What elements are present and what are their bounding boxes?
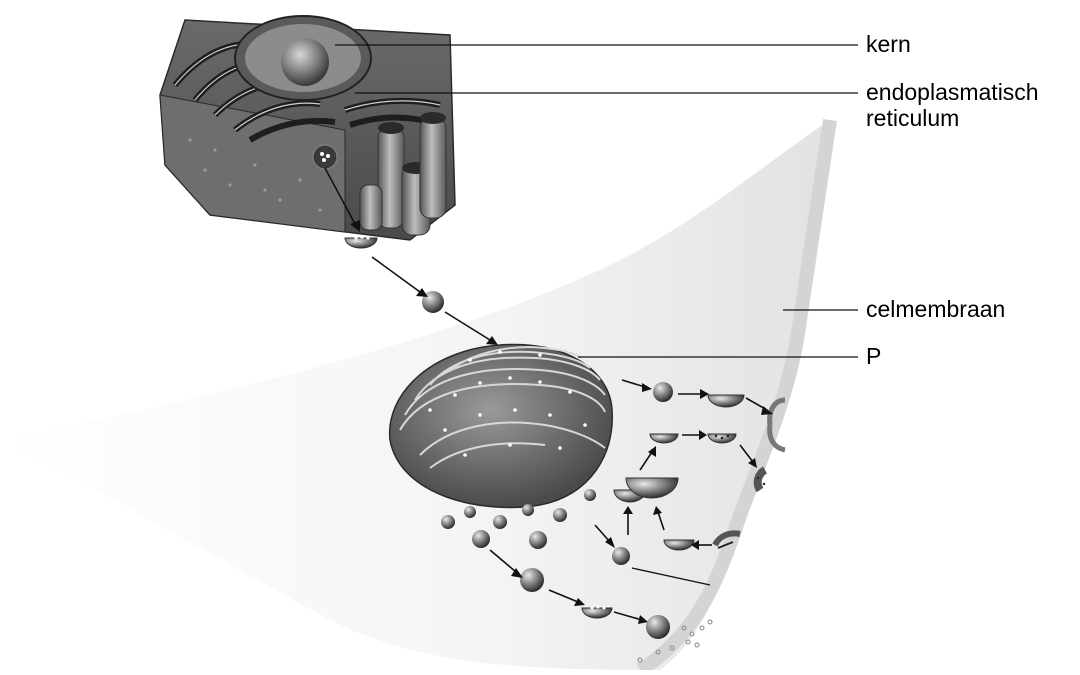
nucleolus	[281, 38, 329, 86]
label-celmembraan: celmembraan	[866, 296, 1005, 322]
label-p: P	[866, 343, 881, 369]
label-kern: kern	[866, 31, 911, 57]
er-nucleus-block	[160, 16, 455, 240]
label-er-line2: reticulum	[866, 105, 1039, 131]
label-endoplasmatisch-reticulum: endoplasmatisch reticulum	[866, 79, 1039, 131]
er-vesicle	[345, 238, 377, 248]
label-er-line1: endoplasmatisch	[866, 79, 1039, 105]
